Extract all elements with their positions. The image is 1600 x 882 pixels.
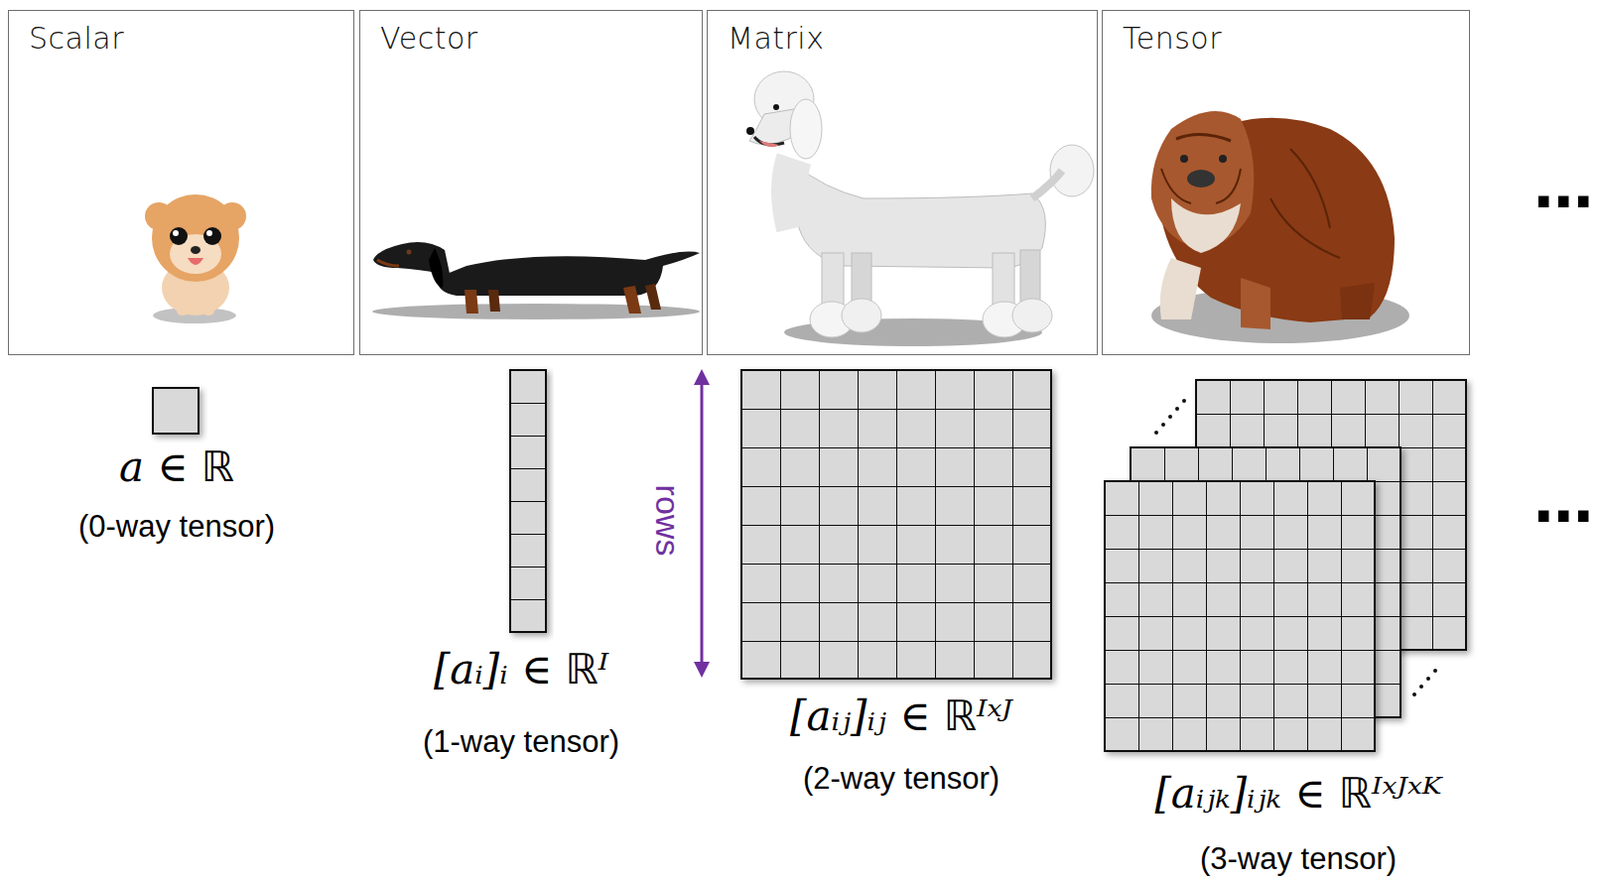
order-caption: (2-way tensor) — [802, 761, 1000, 798]
formula: a ∈ ℝ — [119, 442, 235, 492]
formula: [aᵢ]ᵢ ∈ ℝᴵ — [433, 645, 609, 694]
poodle-dog — [746, 71, 1094, 347]
panel-box: Tensor — [1101, 9, 1470, 356]
dachshund-dog — [372, 242, 700, 320]
tensor-stack — [1104, 380, 1467, 752]
order-caption: (1-way tensor) — [422, 724, 620, 761]
bulldog-dog — [1151, 111, 1410, 344]
ellipsis: ⋯ — [1533, 166, 1594, 237]
ellipsis: ⋯ — [1533, 481, 1594, 551]
order-caption: (3-way tensor) — [1200, 841, 1397, 878]
panel-title: Scalar — [28, 20, 125, 56]
panel-title: Tensor — [1122, 20, 1222, 56]
scalar-cell — [152, 388, 199, 434]
panel-box: Matrix — [706, 9, 1098, 356]
order-caption: (0-way tensor) — [78, 509, 275, 545]
matrix-grid — [741, 370, 1052, 679]
axis-label: rows — [648, 484, 687, 556]
formula: [aᵢⱼ]ᵢⱼ ∈ ℝᴵˣᴶ — [790, 691, 1013, 741]
panel-box: Vector — [359, 9, 703, 356]
panel-box: Scalar — [7, 9, 355, 356]
pomeranian-dog — [144, 194, 247, 324]
formula: [aᵢⱼₖ]ᵢⱼₖ ∈ ℝᴵˣᴶˣᴷ — [1154, 769, 1442, 818]
vector-column — [510, 370, 546, 633]
panel-title: Matrix — [727, 20, 824, 56]
panel-title: Vector — [380, 20, 479, 56]
rows-arrow — [693, 369, 710, 678]
